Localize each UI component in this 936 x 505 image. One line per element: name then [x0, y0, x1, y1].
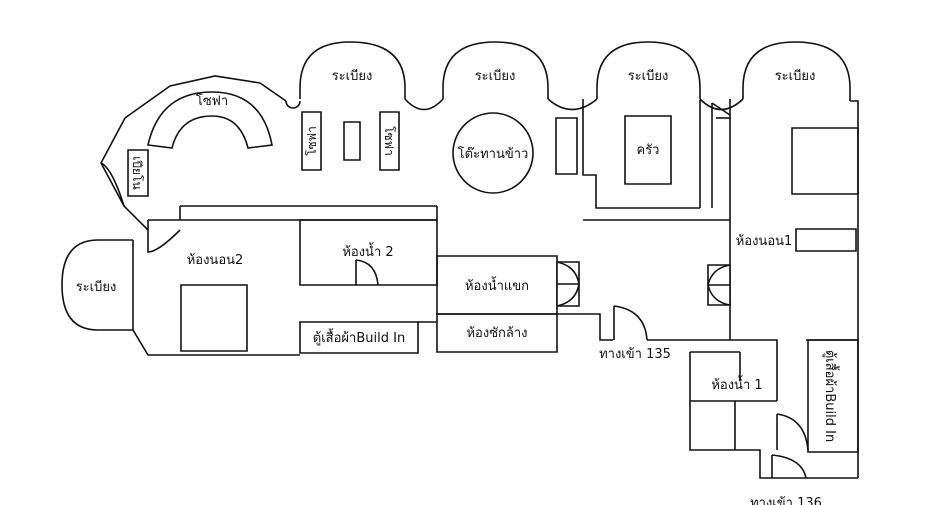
bedroom-2-label: ห้องนอน2: [187, 253, 244, 268]
dining-table-label: โต๊ะทานข้าว: [458, 146, 529, 162]
wardrobe-1-label: ตู้เสื้อผ้าBuild In: [822, 350, 840, 442]
laundry-label: ห้องซักล้าง: [466, 326, 527, 341]
door-bathroom-2: [356, 260, 378, 285]
kitchen-walls: [583, 99, 730, 220]
wardrobe-2: [300, 322, 418, 353]
bed-1: [792, 128, 858, 194]
bathroom-2-walls: [300, 220, 437, 285]
balcony-2: [405, 42, 548, 110]
balcony-1: [286, 42, 405, 108]
door-entrance-135: [614, 306, 647, 340]
wardrobe-2-label: ตู้เสื้อผ้าBuild In: [313, 328, 405, 346]
laundry-walls: [418, 314, 557, 352]
door-bathroom-1: [777, 414, 808, 450]
corridor-walls: [148, 206, 437, 220]
bedroom-1-label: ห้องนอน1: [736, 234, 793, 249]
balcony-left-label: ระเบียง: [76, 279, 117, 295]
kitchen-label: ครัว: [637, 143, 660, 158]
coffee-table: [344, 122, 360, 160]
sofa-right: [380, 112, 399, 170]
balcony-4-label: ระเบียง: [775, 68, 816, 84]
balcony-3: [548, 42, 700, 110]
door-entrance-136: [772, 455, 806, 478]
living-room-walls: [101, 76, 286, 230]
door-guest-bathroom: [557, 262, 579, 306]
entrance-135-walls: [557, 314, 730, 340]
kitchen-counter: [625, 116, 671, 184]
bathroom-1-label: ห้องน้ำ 1: [711, 375, 762, 393]
dining-table: [453, 113, 533, 193]
piano-label: เปียโน: [130, 156, 144, 189]
sofa-left: [302, 112, 321, 170]
sofa-arc-label: โซฟา: [196, 93, 228, 109]
bathroom-1-walls: [690, 352, 858, 478]
sofa-arc: [148, 92, 272, 148]
entrance-135-label: ทางเข้า 135: [599, 347, 671, 362]
bedroom-2-walls: [133, 220, 300, 355]
balcony-1-label: ระเบียง: [332, 68, 373, 84]
bathroom-2-label: ห้องน้ำ 2: [342, 242, 393, 260]
bed-2: [181, 285, 247, 351]
sofa-left-label: โซฟา: [305, 126, 319, 156]
desk-1: [796, 229, 856, 251]
entrance-136-label: ทางเข้า 136: [750, 496, 822, 505]
balcony-3-label: ระเบียง: [628, 68, 669, 84]
sideboard: [556, 118, 577, 174]
balcony-2-label: ระเบียง: [475, 68, 516, 84]
balcony-left: [62, 240, 133, 330]
piano: [128, 150, 148, 196]
sofa-right-label: โซฟา: [382, 126, 396, 156]
wardrobe-1: [808, 340, 858, 452]
guest-bathroom-label: ห้องน้ำแขก: [465, 276, 529, 294]
door-bedroom-1: [708, 265, 730, 305]
